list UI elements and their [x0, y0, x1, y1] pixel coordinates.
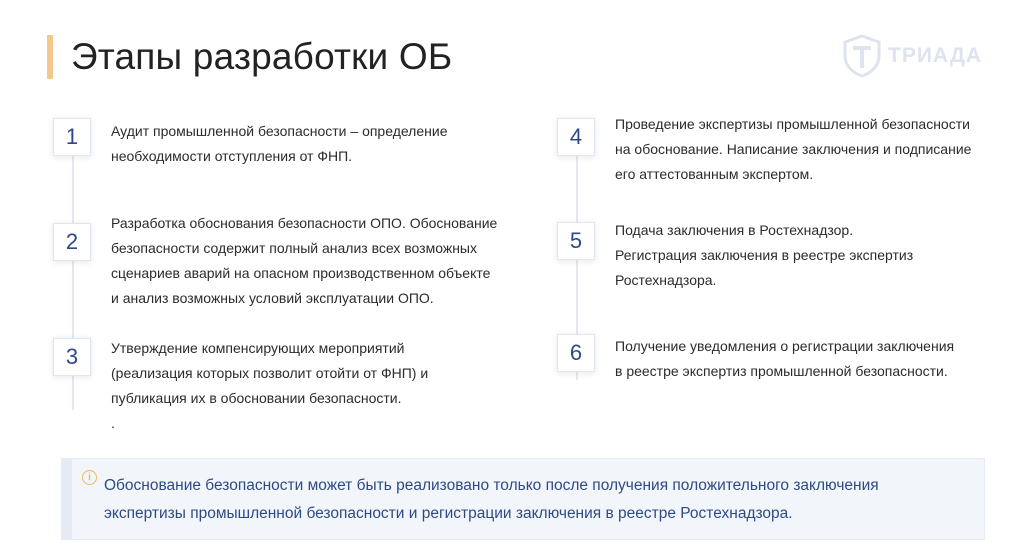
- step-number-badge: 3: [53, 338, 91, 376]
- step-text: Проведение экспертизы промышленной безоп…: [615, 116, 972, 182]
- title-accent-bar: [47, 35, 53, 79]
- step-text: Утверждение компенсирующих мероприятий (…: [111, 340, 429, 406]
- note-text: Обоснование безопасности может быть реал…: [104, 477, 879, 522]
- step-6: 6 Получение уведомления о регистрации за…: [557, 334, 954, 384]
- step-text: Аудит промышленной безопасности – опреде…: [111, 123, 448, 164]
- step-number-badge: 2: [53, 223, 91, 261]
- step-number-badge: 6: [557, 334, 595, 372]
- page-title: Этапы разработки ОБ: [71, 36, 453, 77]
- step-text: Подача заключения в Ростехнадзор. Регист…: [615, 222, 914, 288]
- info-icon: i: [82, 470, 97, 485]
- step-number-badge: 4: [557, 118, 595, 156]
- step-number-badge: 5: [557, 222, 595, 260]
- step-text: Разработка обоснования безопасности ОПО.…: [111, 215, 498, 306]
- step-5: 5 Подача заключения в Ростехнадзор. Реги…: [557, 222, 913, 293]
- shield-logo-icon: [843, 34, 881, 78]
- step-3-trailing-dot: .: [111, 415, 115, 431]
- triada-logo: ТРИАДА: [842, 34, 982, 78]
- step-4: 4 Проведение экспертизы промышленной без…: [557, 116, 971, 187]
- step-3: 3 Утверждение компенсирующих мероприятий…: [53, 338, 428, 411]
- step-number-badge: 1: [53, 118, 91, 156]
- logo-text: ТРИАДА: [888, 44, 982, 67]
- step-2: 2 Разработка обоснования безопасности ОП…: [53, 215, 497, 311]
- step-1: 1 Аудит промышленной безопасности – опре…: [53, 118, 447, 169]
- info-note: i Обоснование безопасности может быть ре…: [61, 458, 985, 540]
- step-text: Получение уведомления о регистрации закл…: [615, 338, 955, 379]
- timeline-line-left: [72, 135, 74, 410]
- note-stripe: [62, 459, 72, 539]
